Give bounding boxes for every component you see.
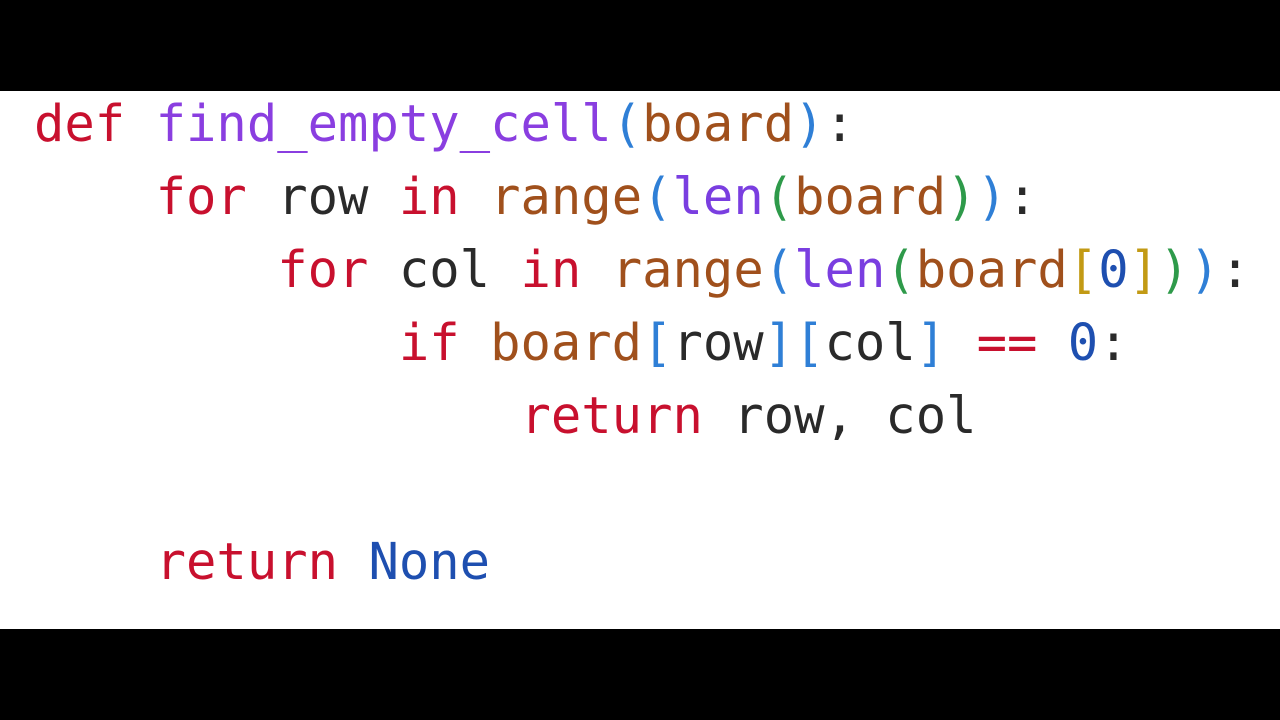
- code-token: [: [1067, 240, 1099, 299]
- code-token: [: [794, 313, 825, 372]
- code-token: ]: [915, 313, 947, 372]
- code-token: :: [1098, 313, 1129, 372]
- code-token: [34, 386, 520, 445]
- code-line-return-row-col: return row, col: [34, 379, 1250, 452]
- code-line-return-none: return None: [34, 525, 1250, 598]
- code-line-blank: [34, 452, 1250, 525]
- code-line-for-col: for col in range(len(board[0])):: [34, 233, 1250, 306]
- code-token: len: [672, 167, 764, 226]
- code-token: def: [34, 94, 126, 153]
- code-token: :: [1219, 240, 1251, 299]
- code-token: board: [642, 94, 795, 153]
- code-token: in: [398, 167, 460, 226]
- code-token: ]: [763, 313, 795, 372]
- code-token: 0: [1067, 313, 1099, 372]
- code-token: if: [398, 313, 460, 372]
- code-token: for: [277, 240, 369, 299]
- code-token: [34, 313, 399, 372]
- code-token: [581, 240, 611, 299]
- code-token: (: [763, 167, 795, 226]
- code-token: ): [1159, 240, 1190, 299]
- code-token: ): [794, 94, 825, 153]
- code-token: col: [824, 313, 916, 372]
- code-token: row: [246, 167, 399, 226]
- code-token: ): [946, 167, 977, 226]
- code-token: ==: [976, 313, 1038, 372]
- code-token: [34, 240, 277, 299]
- code-token: len: [794, 240, 886, 299]
- code-token: find_empty_cell: [155, 94, 612, 153]
- code-token: :: [1007, 167, 1038, 226]
- code-token: row: [672, 313, 764, 372]
- code-token: row, col: [702, 386, 977, 445]
- code-token: ): [1189, 240, 1220, 299]
- code-token: None: [368, 532, 491, 591]
- code-token: board: [794, 167, 947, 226]
- code-token: [: [642, 313, 673, 372]
- code-token: [946, 313, 976, 372]
- code-token: [460, 167, 490, 226]
- code-token: (: [611, 94, 643, 153]
- code-token: ): [976, 167, 1007, 226]
- code-token: for: [155, 167, 247, 226]
- code-line-def: def find_empty_cell(board):: [34, 87, 1250, 160]
- code-token: [34, 532, 156, 591]
- code-token: range: [611, 240, 764, 299]
- code-block: def find_empty_cell(board): for row in r…: [34, 91, 1250, 602]
- code-token: [1037, 313, 1067, 372]
- code-token: in: [520, 240, 582, 299]
- code-line-for-row: for row in range(len(board)):: [34, 160, 1250, 233]
- code-token: board: [490, 313, 643, 372]
- code-token: 0: [1098, 240, 1129, 299]
- code-token: (: [642, 167, 673, 226]
- code-line-if: if board[row][col] == 0:: [34, 306, 1250, 379]
- code-token: (: [763, 240, 795, 299]
- code-panel: def find_empty_cell(board): for row in r…: [0, 91, 1280, 629]
- code-token: range: [490, 167, 643, 226]
- code-token: [34, 167, 156, 226]
- code-token: :: [824, 94, 855, 153]
- code-token: (: [885, 240, 916, 299]
- code-token: [338, 532, 368, 591]
- code-token: return: [520, 386, 703, 445]
- code-token: col: [368, 240, 521, 299]
- code-token: board: [915, 240, 1068, 299]
- code-token: ]: [1128, 240, 1160, 299]
- code-token: [460, 313, 490, 372]
- code-token: return: [155, 532, 339, 591]
- code-token: [125, 94, 155, 153]
